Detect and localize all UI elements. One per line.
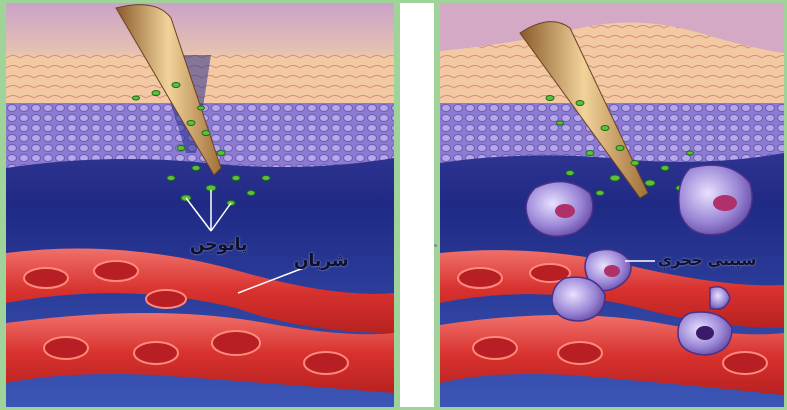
panel-infection-entry: پاتوجن شريان [6,3,394,407]
immune-cell-label: سپيني حجرې [658,251,756,269]
divider-dot [434,244,437,247]
panel-immune-response: سپيني حجرې [440,3,784,407]
infection-illustration [6,3,394,407]
immune-response-illustration [440,3,784,407]
artery-label: شريان [294,251,349,271]
pathogen-label: پاتوجن [190,235,247,255]
panel-divider [400,3,434,407]
